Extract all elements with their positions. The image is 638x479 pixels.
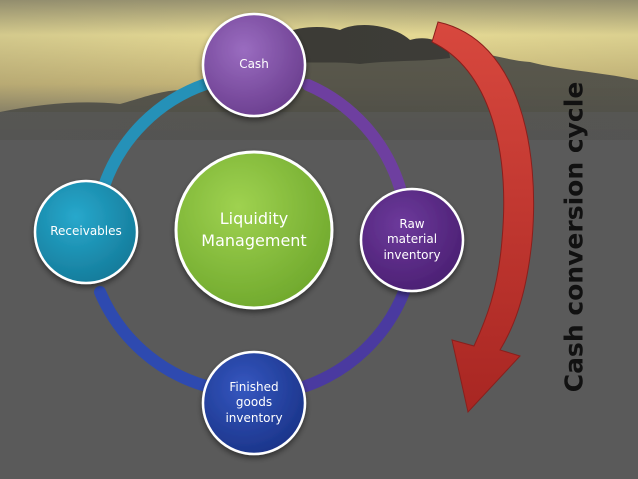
node-raw-material-inventory (359, 187, 465, 293)
center-text: Liquidity Management (201, 209, 307, 250)
finished-goods-label: Finished goods inventory (204, 353, 304, 453)
connector-cash-raw (302, 79, 406, 194)
raw-material-text: Raw material inventory (383, 216, 441, 262)
connector-receivables-cash (98, 78, 212, 192)
receivables-label: Receivables (36, 182, 136, 282)
cash-label: Cash (204, 15, 304, 115)
node-finished-goods-inventory (201, 350, 307, 456)
node-cash (201, 12, 307, 118)
connector-raw-finished (300, 286, 410, 392)
finished-goods-text: Finished goods inventory (225, 379, 283, 425)
raw-material-label: Raw material inventory (362, 190, 462, 290)
center-liquidity-management (174, 150, 334, 310)
center-label: Liquidity Management (176, 152, 332, 308)
cash-conversion-arrow (431, 21, 535, 414)
cycle-ring (94, 78, 410, 392)
cash-conversion-cycle-label: Cash conversion cycle (559, 81, 589, 393)
cash-text: Cash (239, 57, 269, 72)
receivables-text: Receivables (50, 224, 122, 239)
node-receivables (33, 179, 139, 285)
connector-finished-receivables (94, 286, 212, 392)
